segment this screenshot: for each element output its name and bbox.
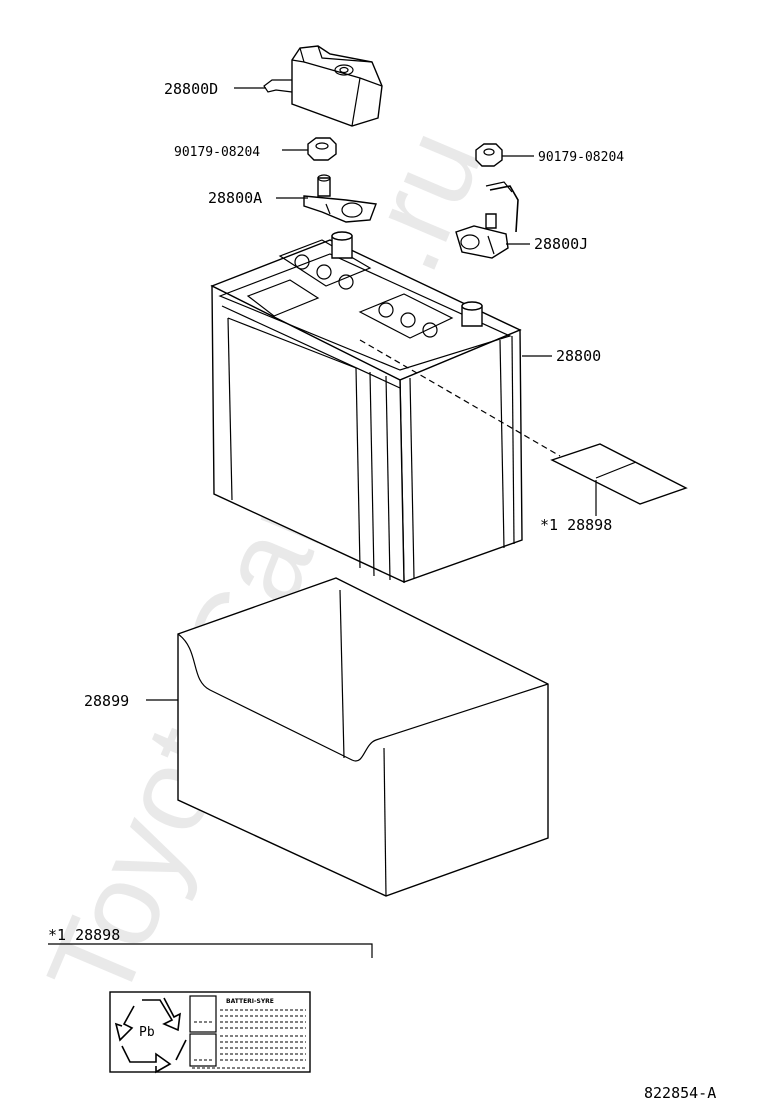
label-heading: BATTERI-SYRE bbox=[226, 998, 274, 1005]
figure-id: 822854-A bbox=[644, 1084, 716, 1102]
label-90179-left: 90179-08204 bbox=[174, 145, 260, 160]
battery-label-sticker bbox=[359, 339, 688, 505]
label-28800J: 28800J bbox=[534, 235, 588, 253]
battery-tray bbox=[177, 577, 549, 897]
label-28898-ref: *1 28898 bbox=[540, 516, 612, 534]
label-28800: 28800 bbox=[556, 347, 601, 365]
inset-label-detail: *1 28898 Pb BATTERI-SYRE bbox=[48, 926, 373, 1074]
label-28800A: 28800A bbox=[208, 189, 262, 207]
clamp-a bbox=[303, 174, 377, 223]
label-28899: 28899 bbox=[84, 692, 129, 710]
pb-symbol: Pb bbox=[139, 1025, 155, 1040]
recycle-icon: Pb bbox=[114, 997, 187, 1074]
clamp-j bbox=[455, 181, 519, 259]
label-90179-right: 90179-08204 bbox=[538, 150, 624, 165]
battery bbox=[210, 231, 523, 584]
terminal-cover bbox=[263, 45, 383, 127]
nut-left bbox=[307, 137, 337, 161]
label-text-block: BATTERI-SYRE bbox=[189, 995, 306, 1069]
leader-lines bbox=[146, 87, 597, 701]
inset-title: *1 28898 bbox=[48, 926, 120, 944]
nut-right bbox=[475, 143, 503, 167]
label-28800D: 28800D bbox=[164, 80, 218, 98]
